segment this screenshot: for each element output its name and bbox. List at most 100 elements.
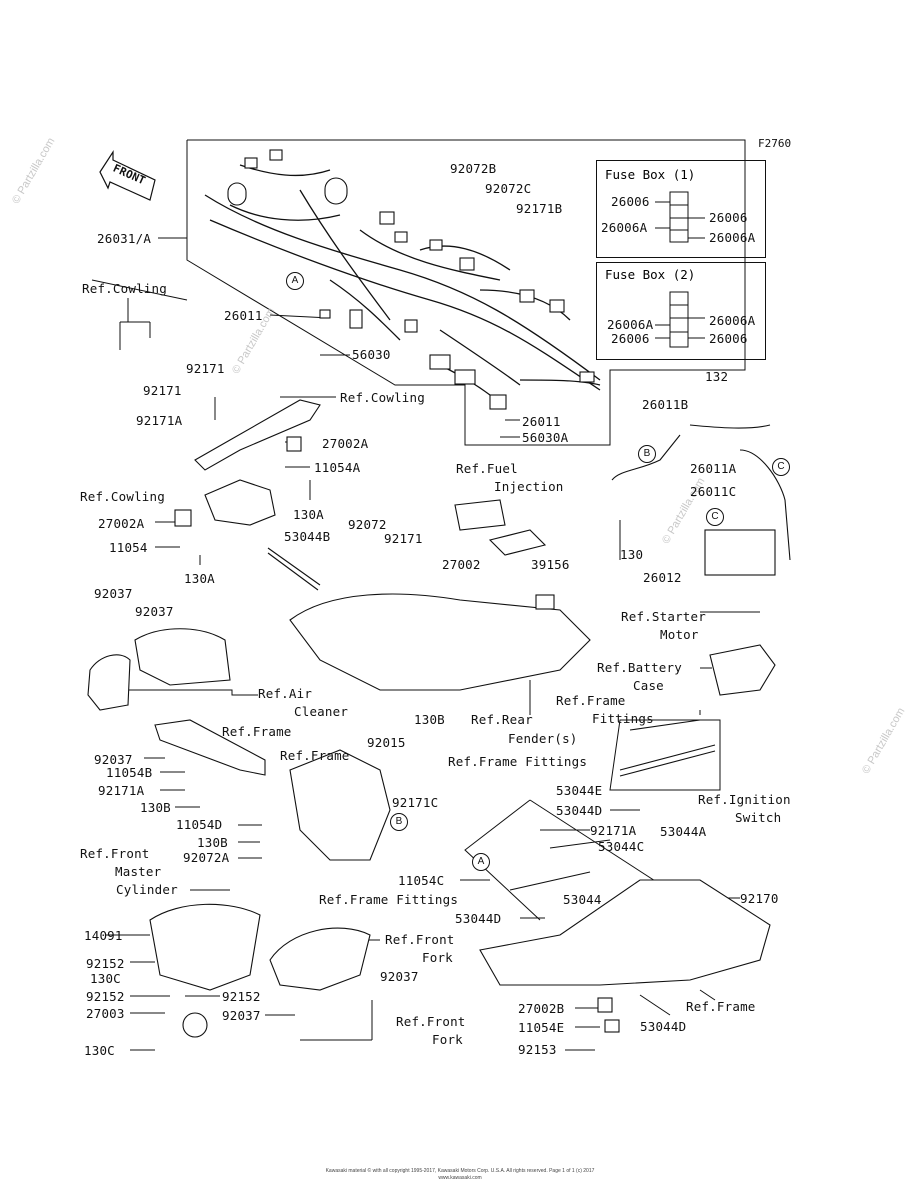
callout-c: C xyxy=(706,508,724,526)
ref-front-master-cylinder-1: Ref.Front xyxy=(80,846,150,861)
ref-fuel-injection-1: Ref.Fuel xyxy=(456,461,518,476)
part-label-53044: 53044 xyxy=(563,892,602,907)
fuse-box-1-left-1: 26006A xyxy=(601,220,648,235)
part-label-130B: 130B xyxy=(140,800,171,815)
ref-front-fork-2b: Fork xyxy=(432,1032,463,1047)
part-label-92152: 92152 xyxy=(222,989,261,1004)
part-label-92015: 92015 xyxy=(367,735,406,750)
ref-frame-3: Ref.Frame xyxy=(686,999,756,1014)
part-label-92171C: 92171C xyxy=(392,795,439,810)
part-label-130: 130 xyxy=(620,547,644,562)
part-label-92037: 92037 xyxy=(94,586,133,601)
callout-a: A xyxy=(472,853,490,871)
callout-b: B xyxy=(638,445,656,463)
ref-starter-motor-1: Ref.Starter xyxy=(621,609,706,624)
part-label-92072: 92072 xyxy=(348,517,387,532)
callout-a: A xyxy=(286,272,304,290)
ref-battery-case-2: Case xyxy=(633,678,664,693)
part-label-92037: 92037 xyxy=(380,969,419,984)
part-label-27002A: 27002A xyxy=(98,516,145,531)
ref-cowling-2: Ref.Cowling xyxy=(340,390,425,405)
ref-frame-2: Ref.Frame xyxy=(280,748,350,763)
part-label-130C: 130C xyxy=(90,971,121,986)
part-label-92072C: 92072C xyxy=(485,181,532,196)
part-label-130B: 130B xyxy=(414,712,445,727)
figure-code: F2760 xyxy=(758,137,792,150)
fuse-box-1-title: Fuse Box (1) xyxy=(605,167,696,182)
ref-battery-case-1: Ref.Battery xyxy=(597,660,682,675)
part-label-92152: 92152 xyxy=(86,989,125,1004)
part-label-26011A: 26011A xyxy=(690,461,737,476)
part-label-39156: 39156 xyxy=(531,557,570,572)
part-label-92037: 92037 xyxy=(222,1008,261,1023)
fuse-box-2-panel: Fuse Box (2) 26006A 26006 26006A 26006 xyxy=(596,262,766,360)
ref-cowling-3: Ref.Cowling xyxy=(80,489,165,504)
part-label-11054C: 11054C xyxy=(398,873,445,888)
part-label-92171: 92171 xyxy=(143,383,182,398)
part-label-53044A: 53044A xyxy=(660,824,707,839)
part-label-92171A: 92171A xyxy=(136,413,183,428)
part-label-53044C: 53044C xyxy=(598,839,645,854)
part-label-92171A: 92171A xyxy=(98,783,145,798)
part-label-26011C: 26011C xyxy=(690,484,737,499)
part-label-92171: 92171 xyxy=(186,361,225,376)
ref-front-master-cylinder-2: Master xyxy=(115,864,162,879)
ref-rear-fender-2: Fender(s) xyxy=(508,731,578,746)
fuse-box-2-left-0: 26006A xyxy=(607,317,654,332)
part-label-14091: 14091 xyxy=(84,928,123,943)
part-label-26011: 26011 xyxy=(224,308,263,323)
part-label-92171B: 92171B xyxy=(516,201,563,216)
part-label-27002A: 27002A xyxy=(322,436,369,451)
part-label-53044D: 53044D xyxy=(455,911,502,926)
part-label-132: 132 xyxy=(705,369,729,384)
part-label-27002: 27002 xyxy=(442,557,481,572)
part-label-53044E: 53044E xyxy=(556,783,603,798)
part-label-92152: 92152 xyxy=(86,956,125,971)
callout-c: C xyxy=(772,458,790,476)
ref-frame-fittings-1: Ref.Frame xyxy=(556,693,626,708)
part-label-53044D: 53044D xyxy=(556,803,603,818)
ref-air-cleaner-1: Ref.Air xyxy=(258,686,313,701)
part-label-92072B: 92072B xyxy=(450,161,497,176)
part-label-11054A: 11054A xyxy=(314,460,361,475)
ref-rear-fender-1: Ref.Rear xyxy=(471,712,533,727)
ref-air-cleaner-2: Cleaner xyxy=(294,704,349,719)
part-label-92171A: 92171A xyxy=(590,823,637,838)
ref-front-fork-2a: Ref.Front xyxy=(396,1014,466,1029)
ref-ignition-switch-1: Ref.Ignition xyxy=(698,792,791,807)
ref-ignition-switch-2: Switch xyxy=(735,810,782,825)
part-label-11054: 11054 xyxy=(109,540,148,555)
ref-frame-fittings-4: Ref.Frame Fittings xyxy=(319,892,459,907)
part-label-26012: 26012 xyxy=(643,570,682,585)
fuse-box-1-right-1: 26006A xyxy=(709,230,756,245)
part-label-26011: 26011 xyxy=(522,414,561,429)
part-label-53044D: 53044D xyxy=(640,1019,687,1034)
ref-cowling-1: Ref.Cowling xyxy=(82,281,167,296)
part-label-92037: 92037 xyxy=(135,604,174,619)
part-label-53044B: 53044B xyxy=(284,529,331,544)
part-label-130A: 130A xyxy=(293,507,324,522)
part-label-26031A: 26031/A xyxy=(97,231,152,246)
part-label-92153: 92153 xyxy=(518,1042,557,1057)
fuse-box-1-right-0: 26006 xyxy=(709,210,748,225)
ref-frame-fittings-3: Ref.Frame Fittings xyxy=(448,754,588,769)
part-label-11054B: 11054B xyxy=(106,765,153,780)
part-label-26011B: 26011B xyxy=(642,397,689,412)
ref-front-fork-1b: Fork xyxy=(422,950,453,965)
front-arrow xyxy=(99,149,156,201)
ref-starter-motor-2: Motor xyxy=(660,627,699,642)
fuse-box-1-panel: Fuse Box (1) 26006 26006A 26006 26006A xyxy=(596,160,766,258)
fuse-box-2-left-1: 26006 xyxy=(611,331,650,346)
part-label-130B: 130B xyxy=(197,835,228,850)
part-label-92171: 92171 xyxy=(384,531,423,546)
ref-frame-fittings-2: Fittings xyxy=(592,711,654,726)
part-label-92037: 92037 xyxy=(94,752,133,767)
fuse-box-2-right-0: 26006A xyxy=(709,313,756,328)
ref-front-master-cylinder-3: Cylinder xyxy=(116,882,178,897)
part-label-130A: 130A xyxy=(184,571,215,586)
part-label-27002B: 27002B xyxy=(518,1001,565,1016)
part-label-11054D: 11054D xyxy=(176,817,223,832)
part-label-56030: 56030 xyxy=(352,347,391,362)
part-label-92170: 92170 xyxy=(740,891,779,906)
